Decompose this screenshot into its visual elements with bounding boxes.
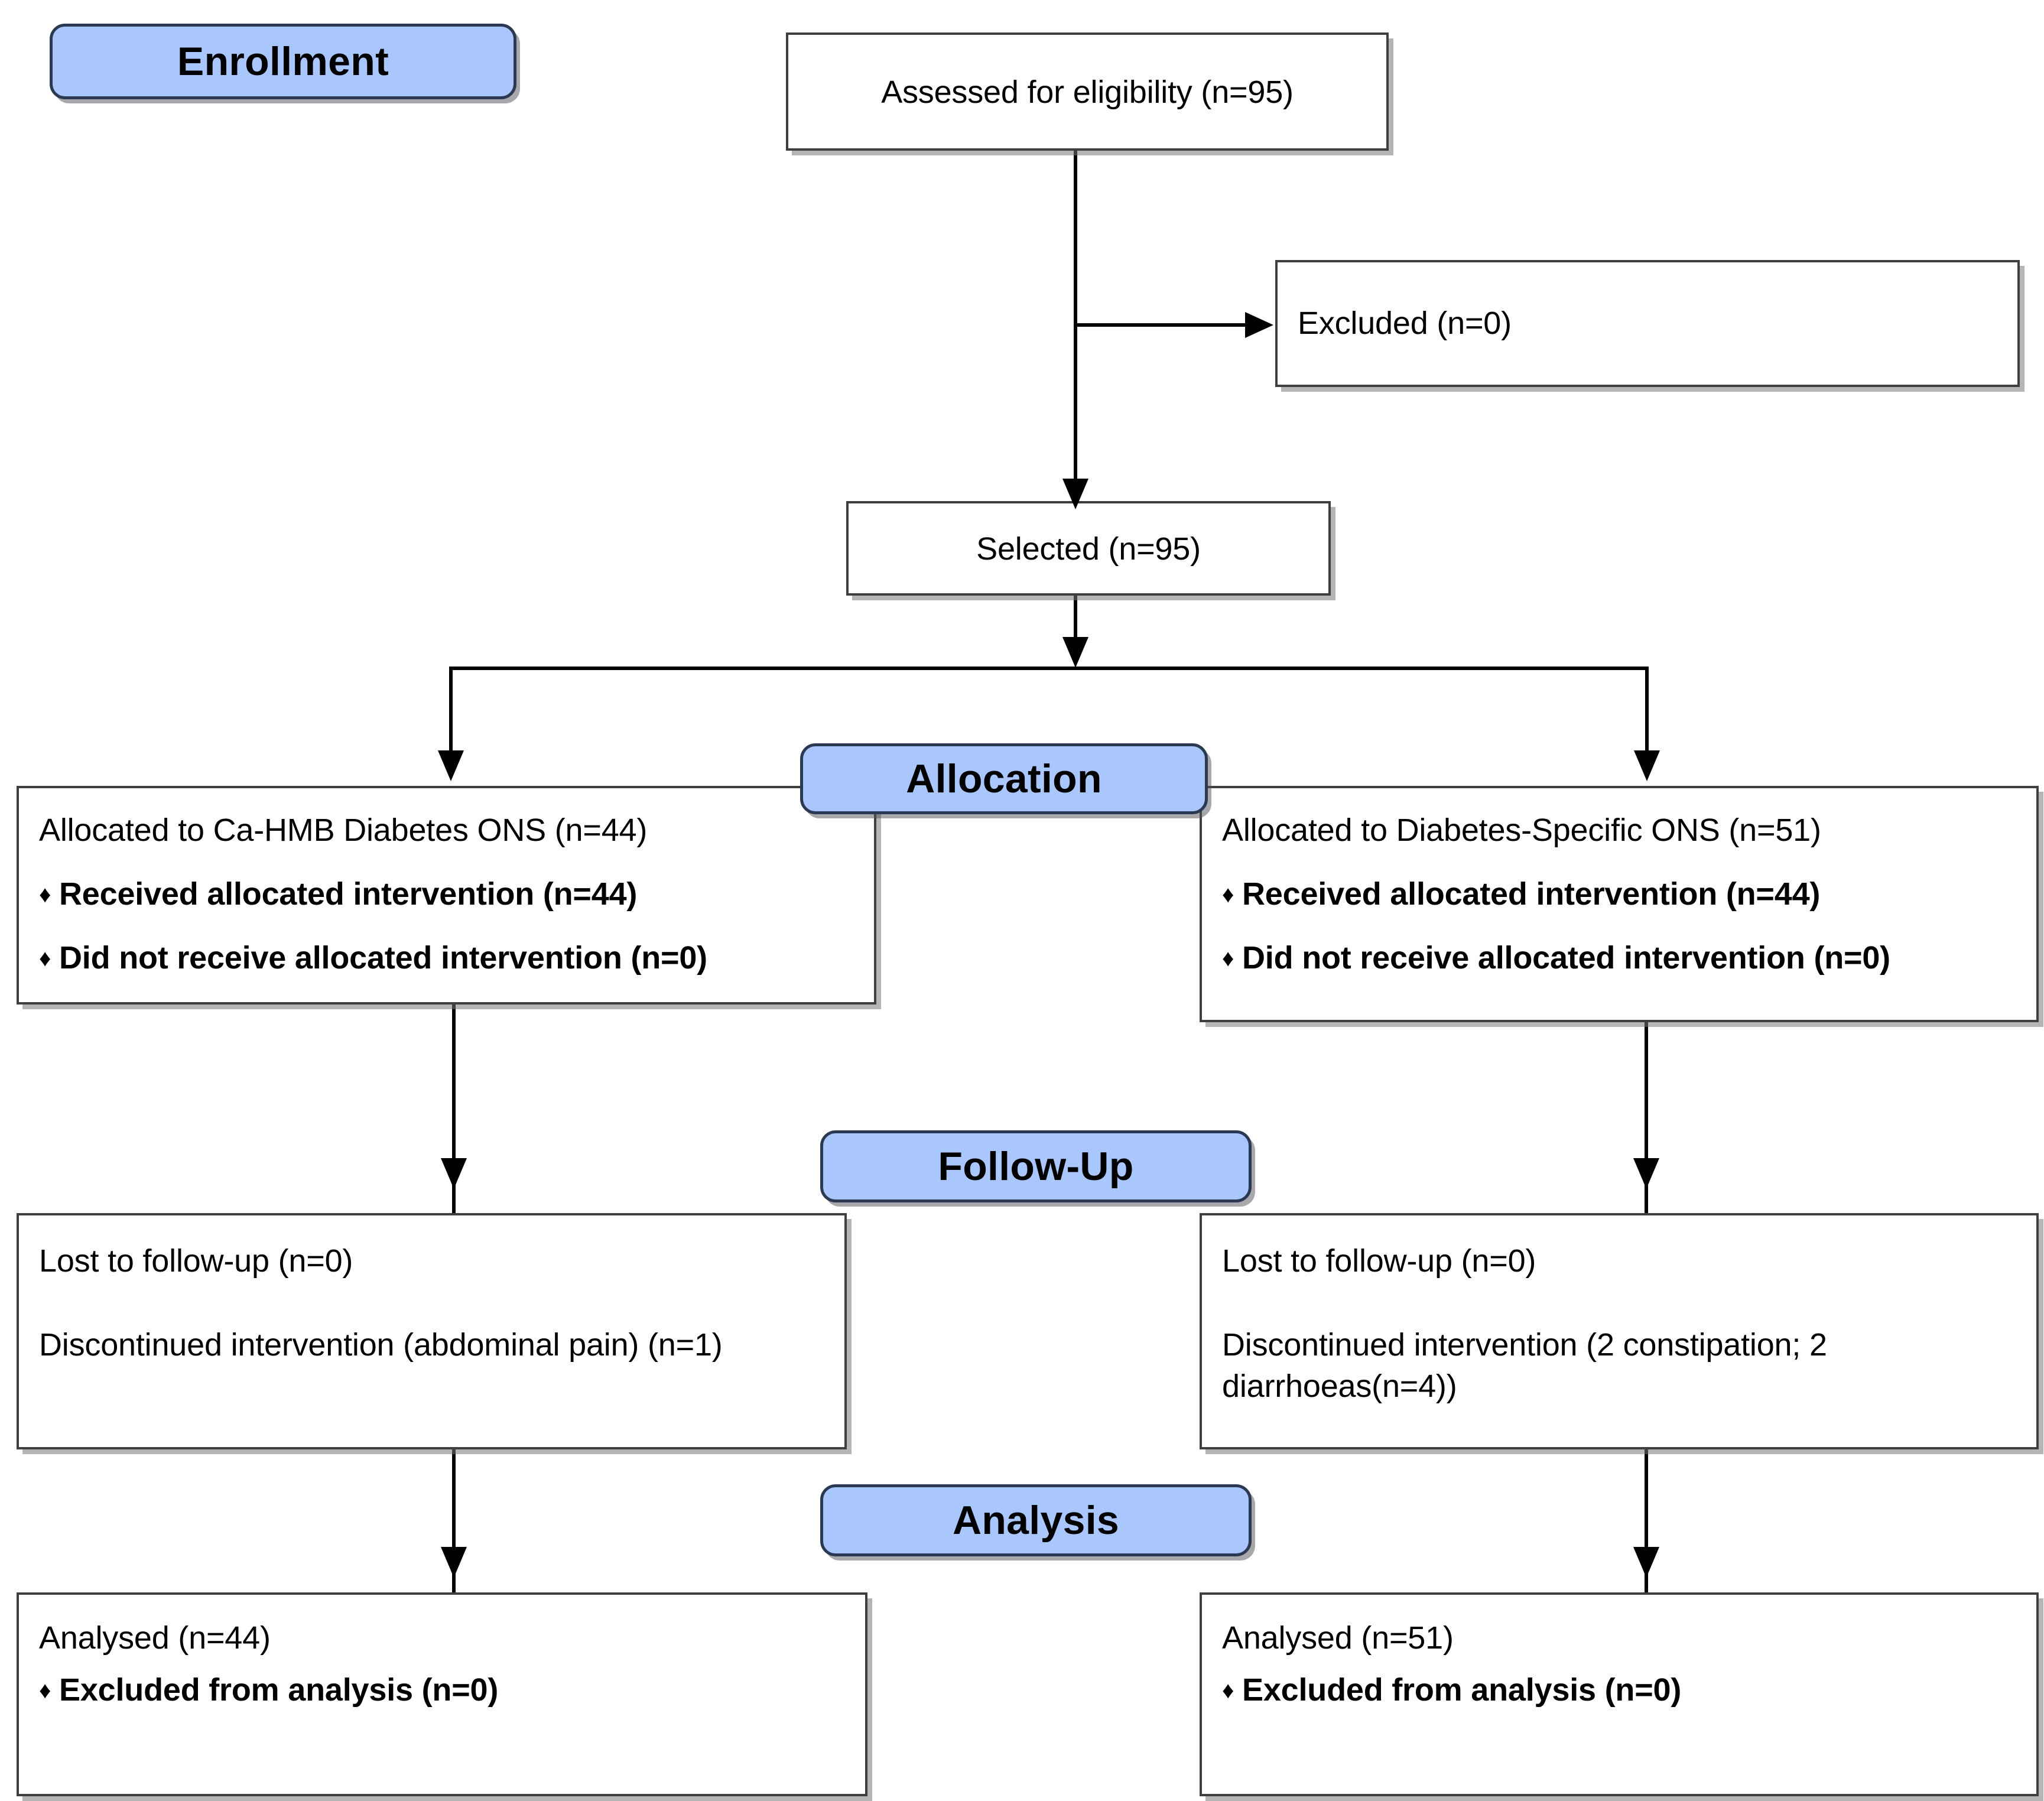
stage-label-enrollment-text: Enrollment [177, 39, 389, 84]
arrow-to-analysis-right [1633, 1547, 1659, 1578]
allocation-right-bullet-1-text: Did not receive allocated intervention (… [1242, 940, 1890, 976]
allocation-left-bullet-1: ♦ Did not receive allocated intervention … [39, 937, 860, 978]
stage-label-followup-text: Follow-Up [938, 1144, 1134, 1189]
analysis-left-content: Analysed (n=44) ♦ Excluded from analysis … [39, 1617, 851, 1711]
followup-left-content: Lost to follow-up (n=0) Discontinued int… [39, 1240, 830, 1366]
followup-right-content: Lost to follow-up (n=0) Discontinued int… [1222, 1240, 2022, 1407]
arrow-assessed-to-selected [1062, 479, 1088, 509]
analysis-left-bullet-0: ♦ Excluded from analysis (n=0) [39, 1669, 851, 1711]
allocation-left-heading: Allocated to Ca-HMB Diabetes ONS (n=44) [39, 812, 648, 848]
box-selected: Selected (n=95) [846, 501, 1331, 596]
allocation-right-bullet-1: ♦ Did not receive allocated intervention … [1222, 937, 2022, 978]
connector-to-excluded [1074, 323, 1245, 327]
arrow-to-excluded [1245, 312, 1273, 338]
box-analysis-right: Analysed (n=51) ♦ Excluded from analysis … [1200, 1592, 2039, 1796]
box-followup-right: Lost to follow-up (n=0) Discontinued int… [1200, 1213, 2039, 1449]
arrow-to-analysis-left [441, 1547, 467, 1578]
allocation-right-heading: Allocated to Diabetes-Specific ONS (n=51… [1222, 812, 1821, 848]
diamond-bullet-icon: ♦ [1222, 945, 1234, 972]
diamond-bullet-icon: ♦ [39, 882, 51, 908]
analysis-left-bullet-0-text: Excluded from analysis (n=0) [59, 1672, 499, 1708]
arrow-to-followup-right [1633, 1158, 1659, 1189]
allocation-left-bullet-0: ♦ Received allocated intervention (n=44) [39, 873, 860, 915]
assessed-text: Assessed for eligibility (n=95) [881, 74, 1294, 110]
box-allocation-right: Allocated to Diabetes-Specific ONS (n=51… [1200, 786, 2039, 1022]
allocation-left-bullet-0-text: Received allocated intervention (n=44) [59, 876, 638, 912]
connector-split-bar [449, 667, 1649, 670]
stage-label-analysis: Analysis [820, 1484, 1252, 1556]
stage-label-allocation-text: Allocation [906, 756, 1102, 801]
analysis-left-heading: Analysed (n=44) [39, 1620, 271, 1656]
box-assessed-for-eligibility: Assessed for eligibility (n=95) [786, 32, 1389, 151]
followup-right-discontinued: Discontinued intervention (2 constipatio… [1222, 1327, 1827, 1405]
allocation-right-bullet-0: ♦ Received allocated intervention (n=44) [1222, 873, 2022, 915]
stage-label-analysis-text: Analysis [952, 1498, 1120, 1543]
connector-split-right-down [1645, 667, 1649, 767]
arrow-selected-split [1062, 637, 1088, 668]
followup-left-discontinued: Discontinued intervention (abdominal pai… [39, 1327, 723, 1363]
allocation-left-content: Allocated to Ca-HMB Diabetes ONS (n=44) … [39, 810, 860, 979]
connector-allocation-left-down [452, 1004, 456, 1216]
stage-label-allocation: Allocation [800, 743, 1208, 814]
analysis-right-bullet-0: ♦ Excluded from analysis (n=0) [1222, 1669, 2022, 1711]
selected-text: Selected (n=95) [976, 531, 1201, 567]
allocation-left-bullet-1-text: Did not receive allocated intervention (… [59, 940, 707, 976]
connector-split-left-down [449, 667, 453, 767]
excluded-text: Excluded (n=0) [1298, 305, 1512, 341]
allocation-right-bullet-0-text: Received allocated intervention (n=44) [1242, 876, 1821, 912]
connector-assessed-down [1074, 151, 1077, 508]
analysis-right-bullet-0-text: Excluded from analysis (n=0) [1242, 1672, 1682, 1708]
followup-left-lost: Lost to follow-up (n=0) [39, 1243, 353, 1279]
analysis-right-content: Analysed (n=51) ♦ Excluded from analysis … [1222, 1617, 2022, 1711]
connector-selected-down [1074, 596, 1077, 650]
connector-followup-left-down [452, 1449, 456, 1597]
diamond-bullet-icon: ♦ [1222, 1678, 1234, 1704]
box-followup-left: Lost to follow-up (n=0) Discontinued int… [17, 1213, 847, 1449]
analysis-right-heading: Analysed (n=51) [1222, 1620, 1454, 1656]
box-excluded: Excluded (n=0) [1275, 260, 2020, 387]
arrow-to-followup-left [441, 1158, 467, 1189]
diamond-bullet-icon: ♦ [39, 1678, 51, 1704]
allocation-right-content: Allocated to Diabetes-Specific ONS (n=51… [1222, 810, 2022, 979]
stage-label-enrollment: Enrollment [50, 24, 516, 99]
diamond-bullet-icon: ♦ [39, 945, 51, 972]
diamond-bullet-icon: ♦ [1222, 882, 1234, 908]
box-analysis-left: Analysed (n=44) ♦ Excluded from analysis … [17, 1592, 867, 1796]
followup-right-lost: Lost to follow-up (n=0) [1222, 1243, 1536, 1279]
arrow-to-allocation-right [1634, 750, 1660, 781]
stage-label-followup: Follow-Up [820, 1130, 1252, 1202]
connector-followup-right-down [1645, 1449, 1648, 1597]
connector-allocation-right-down [1645, 1022, 1648, 1216]
box-allocation-left: Allocated to Ca-HMB Diabetes ONS (n=44) … [17, 786, 876, 1004]
arrow-to-allocation-left [438, 750, 464, 781]
